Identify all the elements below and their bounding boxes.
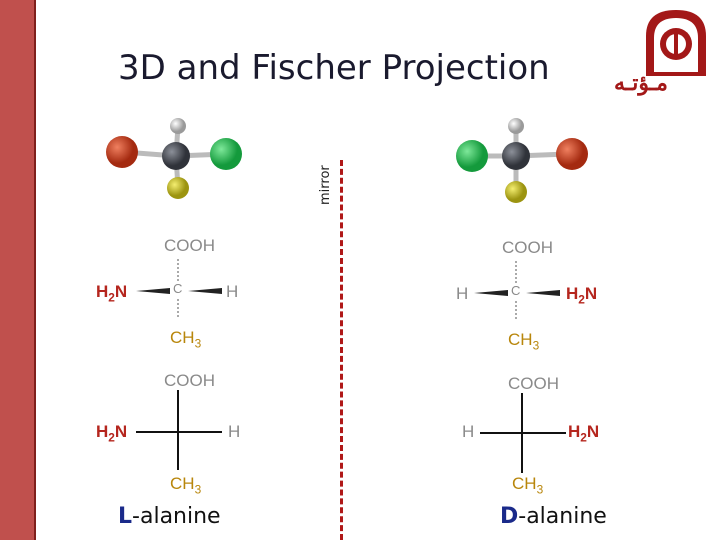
right-fischer-bottom-label: CH3 <box>512 474 544 497</box>
slide-sidebar-bar <box>0 0 36 540</box>
atom-nitrogen <box>106 136 138 168</box>
left-fischer-right-label: H <box>228 422 241 441</box>
atom-carboxyl <box>210 138 242 170</box>
left-fischer-left-label: H2N <box>96 422 128 445</box>
left-caption: L-alanine <box>118 504 221 529</box>
atom-white-top <box>508 118 524 134</box>
right-wedge-bonds <box>474 261 560 321</box>
right-fischer-top-label: COOH <box>508 374 559 393</box>
left-fischer-top-label: COOH <box>164 371 215 390</box>
atom-methyl <box>505 181 527 203</box>
atom-chiral-carbon <box>502 142 530 170</box>
atom-chiral-carbon <box>162 142 190 170</box>
atom-methyl <box>167 177 189 199</box>
logo-wordmark: مـؤتـه <box>614 70 668 95</box>
university-logo <box>646 10 706 76</box>
left-wedge-bottom-label: CH3 <box>170 328 202 351</box>
right-fischer-left-label: H <box>462 422 475 441</box>
right-wedge-top-label: COOH <box>502 238 553 257</box>
left-wedge-left-label: H2N <box>96 282 128 305</box>
left-wedge-top-label: COOH <box>164 236 215 255</box>
atom-carboxyl <box>456 140 488 172</box>
left-3d-model <box>106 118 242 199</box>
right-wedge-left-label: H <box>456 284 469 303</box>
left-wedge-bonds <box>136 259 222 319</box>
right-wedge-right-label: H2N <box>566 284 598 307</box>
right-fischer-right-label: H2N <box>568 422 600 445</box>
right-wedge-bottom-label: CH3 <box>508 330 540 353</box>
right-caption: D-alanine <box>500 504 607 529</box>
right-caption-letter: D <box>500 504 519 529</box>
left-fischer-cross <box>136 390 222 470</box>
atom-nitrogen <box>556 138 588 170</box>
left-wedge-carbon: C <box>173 281 183 296</box>
right-wedge-carbon: C <box>511 283 521 298</box>
left-caption-letter: L <box>118 504 133 529</box>
right-fischer-cross <box>480 393 566 473</box>
left-fischer-bottom-label: CH3 <box>170 474 202 497</box>
left-caption-name: -alanine <box>132 504 221 529</box>
mirror-label: mirror <box>318 165 333 205</box>
mirror-line <box>340 160 343 540</box>
right-caption-name: -alanine <box>518 504 607 529</box>
right-3d-model <box>456 118 588 203</box>
slide-title: 3D and Fischer Projection <box>118 48 550 88</box>
atom-white-top <box>170 118 186 134</box>
left-wedge-right-label: H <box>226 282 239 301</box>
